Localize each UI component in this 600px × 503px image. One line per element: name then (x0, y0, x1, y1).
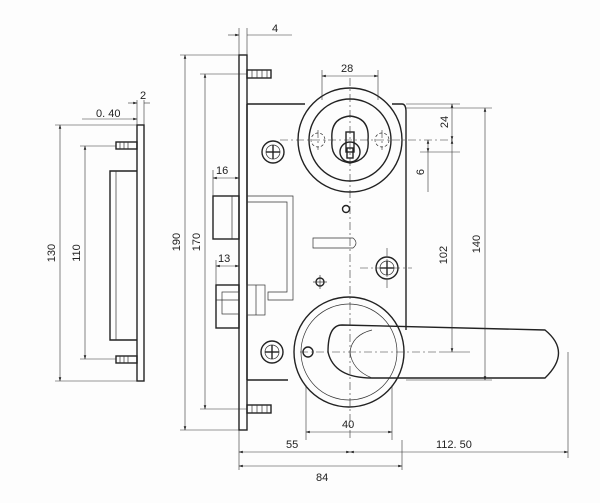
faceplate-screw-bottom (246, 404, 272, 414)
dim-16: 16 (216, 165, 228, 177)
body-slot (312, 237, 357, 249)
dim-24: 24 (439, 116, 451, 128)
dim-110: 110 (71, 244, 83, 262)
side-case-outline (109, 170, 137, 341)
spindle-hole (341, 204, 351, 214)
dim-112-50: 112. 50 (436, 439, 472, 451)
deadbolt (215, 284, 240, 329)
latch-bolt (212, 195, 240, 240)
dim-0-40: 0. 40 (96, 108, 120, 120)
dim-6: 6 (415, 169, 427, 175)
front-view (212, 54, 560, 440)
dim-170: 170 (191, 233, 203, 251)
dim-4: 4 (272, 23, 278, 35)
dim-140: 140 (471, 235, 483, 253)
lever-handle (327, 324, 560, 379)
dim-28: 28 (341, 63, 353, 75)
side-screw-top (115, 141, 138, 150)
dim-84: 84 (316, 472, 328, 484)
dim-55: 55 (286, 439, 298, 451)
side-view (55, 100, 145, 382)
dim-2: 2 (140, 90, 146, 102)
lock-body-outline (247, 103, 407, 381)
faceplate (238, 54, 248, 431)
dim-102: 102 (438, 246, 450, 264)
side-faceplate (136, 124, 145, 382)
dim-190: 190 (171, 233, 183, 251)
dimension-labels: 0. 40 2 4 28 24 6 16 13 190 170 130 110 … (46, 23, 483, 484)
dim-40: 40 (342, 419, 354, 431)
screw-left-top (261, 140, 285, 164)
latch-frame (247, 195, 294, 301)
dim-130: 130 (46, 244, 58, 262)
dimension-lines (58, 28, 569, 470)
faceplate-screw-top (246, 69, 272, 79)
side-screw-bottom (115, 355, 138, 364)
dim-13: 13 (218, 253, 230, 265)
screw-left-bottom (260, 340, 284, 364)
